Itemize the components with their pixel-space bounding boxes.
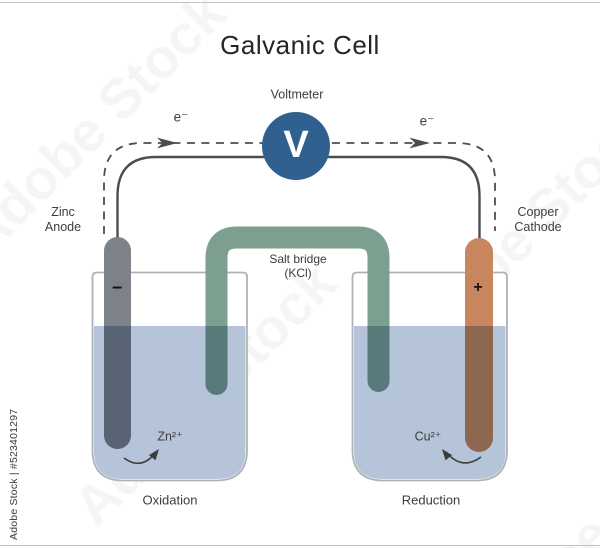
cathode-terminal-sign: + xyxy=(473,279,483,296)
oxidation-label: Oxidation xyxy=(142,492,198,508)
voltmeter-label: Voltmeter xyxy=(270,87,324,102)
zinc-ion-arrow xyxy=(123,449,159,464)
zinc-anode-label: Zinc Anode xyxy=(44,205,82,234)
electron-arrow-left xyxy=(157,137,178,149)
right-beaker-solution xyxy=(354,326,506,479)
left-beaker-solution xyxy=(94,326,246,479)
anode-terminal-sign: − xyxy=(111,277,123,298)
copper-ion-label: Cu²⁺ xyxy=(414,429,442,444)
reduction-label: Reduction xyxy=(401,492,461,508)
copper-cathode-label: Copper Cathode xyxy=(514,205,562,234)
salt-bridge-tube xyxy=(205,226,390,395)
watermark-attribution: Adobe Stock | #523401297 xyxy=(8,408,20,540)
copper-ion-arrow xyxy=(442,449,482,464)
salt-bridge-label: Salt bridge (KCl) xyxy=(269,252,327,280)
electron-arrow-right xyxy=(409,137,430,149)
electron-label-right: e⁻ xyxy=(419,113,435,129)
voltmeter-body xyxy=(262,112,330,180)
diagram-title: Galvanic Cell xyxy=(220,30,380,60)
zinc-ion-label: Zn²⁺ xyxy=(157,429,183,444)
frame-top-line xyxy=(0,2,600,3)
electron-label-left: e⁻ xyxy=(173,109,189,125)
voltmeter-symbol: V xyxy=(283,123,309,166)
frame-bottom-line xyxy=(0,545,600,546)
